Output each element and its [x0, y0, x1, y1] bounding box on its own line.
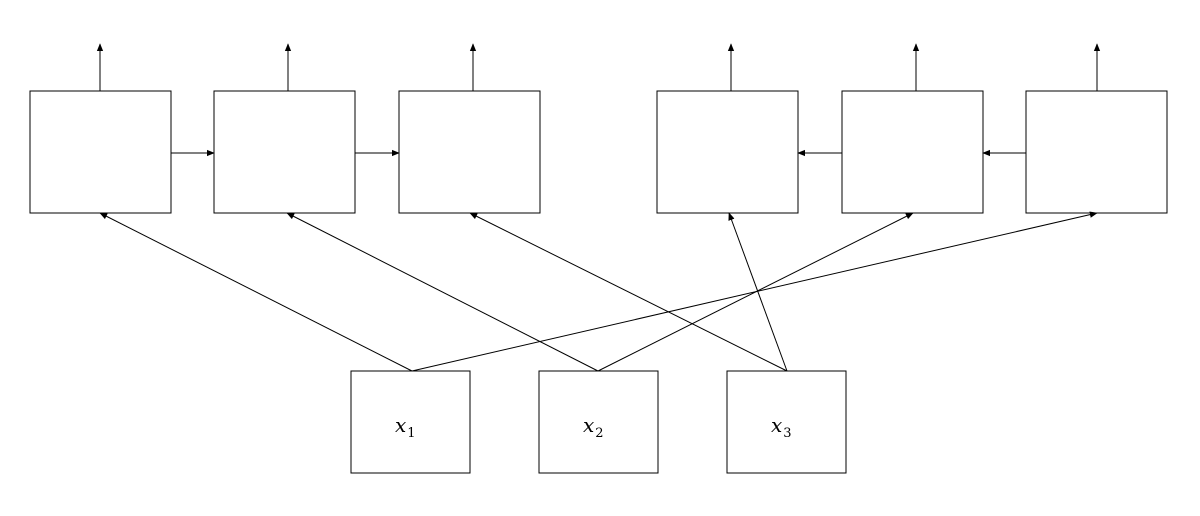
input-box-x2 — [538, 370, 659, 474]
input-node-x3: x3 — [726, 370, 847, 474]
input-label-x1: x1 — [395, 413, 416, 441]
edge-x3-backward-1 — [728, 212, 788, 372]
forward-rnn-cells — [29, 90, 541, 214]
backward-cell-1 — [656, 90, 799, 214]
input-nodes: x1 x2 x3 — [350, 370, 847, 474]
input-label-x2: x2 — [583, 413, 604, 441]
forward-cell-1 — [29, 90, 172, 214]
input-box-x3 — [726, 370, 847, 474]
edge-x1-forward-1 — [99, 212, 413, 372]
backward-cell-3 — [1025, 90, 1168, 214]
forward-cell-3 — [398, 90, 541, 214]
input-node-x1: x1 — [350, 370, 471, 474]
edge-x2-forward-2 — [286, 212, 599, 372]
backward-cell-2 — [841, 90, 984, 214]
output-arrows — [96, 43, 1101, 91]
input-node-x2: x2 — [538, 370, 659, 474]
backward-rnn-cells — [656, 90, 1168, 214]
forward-cell-2 — [213, 90, 356, 214]
input-connections — [99, 211, 1098, 372]
edge-x3-forward-3 — [469, 212, 788, 372]
input-box-x1 — [350, 370, 471, 474]
input-label-x3: x3 — [771, 413, 792, 441]
edge-x2-backward-2 — [597, 212, 914, 372]
